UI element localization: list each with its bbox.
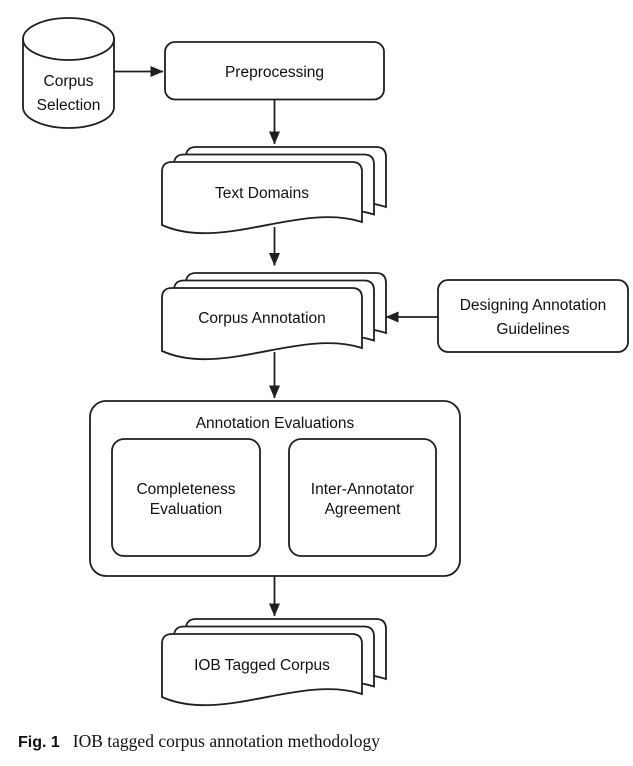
guidelines-box [437, 279, 629, 353]
text-domains-label: Text Domains [215, 185, 309, 202]
node-corpus-selection: Corpus Selection [22, 17, 115, 129]
guidelines-label-line2: Guidelines [496, 321, 569, 338]
node-inter-annotator-agreement: Inter-Annotator Agreement [288, 438, 437, 557]
node-iob-tagged-corpus: IOB Tagged Corpus [161, 618, 387, 707]
cylinder-rim [22, 38, 115, 61]
node-preprocessing: Preprocessing [164, 41, 385, 101]
node-text-domains: Text Domains [161, 146, 387, 235]
inter-annotator-agreement-box [288, 438, 437, 557]
node-designing-annotation-guidelines: Designing Annotation Guidelines [437, 279, 629, 353]
annotation-evaluations-label: Annotation Evaluations [196, 415, 355, 432]
cylinder-shape [22, 17, 115, 129]
completeness-evaluation-box [111, 438, 261, 557]
corpus-selection-label-line1: Corpus [44, 73, 94, 90]
preprocessing-label: Preprocessing [225, 64, 324, 81]
edges-layer [114, 66, 438, 617]
inter-annotator-agreement-label-line1: Inter-Annotator [311, 481, 414, 498]
corpus-selection-label-line2: Selection [37, 97, 101, 114]
guidelines-label-line1: Designing Annotation [460, 297, 607, 314]
inter-annotator-agreement-label-line2: Agreement [325, 501, 402, 518]
figure-caption-label: Fig. 1 [18, 734, 60, 751]
completeness-evaluation-label-line1: Completeness [136, 481, 235, 498]
figure-caption-text: IOB tagged corpus annotation methodology [72, 731, 380, 751]
node-corpus-annotation: Corpus Annotation [161, 272, 387, 361]
corpus-annotation-label: Corpus Annotation [198, 310, 326, 327]
node-annotation-evaluations: Annotation Evaluations Completeness Eval… [89, 400, 461, 577]
preprocessing-box [164, 41, 385, 101]
flowchart-canvas: Corpus Selection Preprocessing Text Doma… [22, 17, 629, 707]
node-completeness-evaluation: Completeness Evaluation [111, 438, 261, 557]
figure-caption: Fig. 1 IOB tagged corpus annotation metho… [18, 731, 618, 752]
iob-tagged-corpus-label: IOB Tagged Corpus [194, 657, 330, 674]
completeness-evaluation-label-line2: Evaluation [150, 501, 222, 518]
